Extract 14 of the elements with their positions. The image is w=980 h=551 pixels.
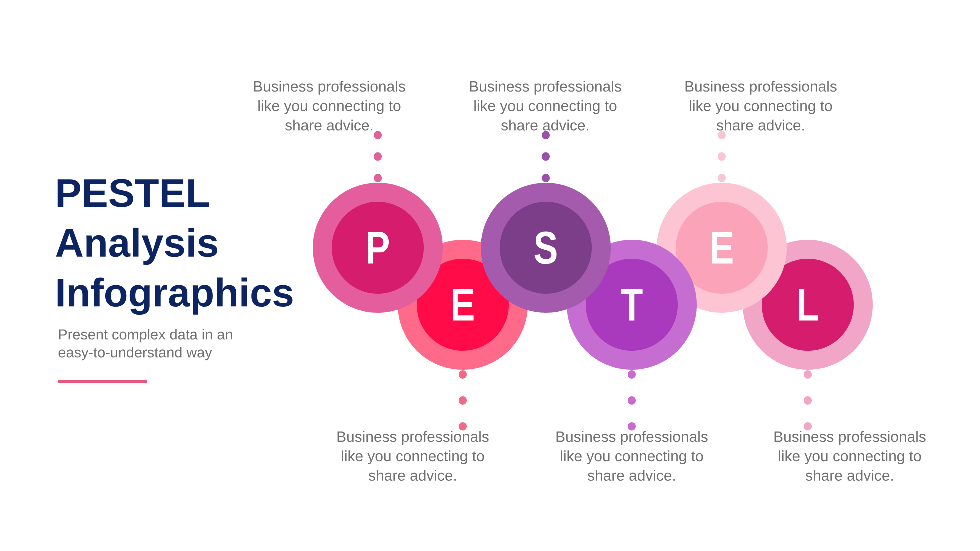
description-text: Business professionals like you connecting to share advice. — [254, 80, 406, 131]
description-text: Business professionals like you connecting to share advice. — [470, 80, 622, 131]
title: PESTEL Analysis Infographics — [56, 179, 293, 316]
dotted-connector — [804, 370, 812, 431]
subtitle: Present complex data in an easy-to-understand way — [58, 329, 232, 361]
description-text: Business professionals like you connecting to share advice. — [556, 431, 708, 482]
dotted-connector — [459, 370, 467, 431]
description-text: Business professionals like you connecting to share advice. — [686, 80, 837, 131]
dotted-connector — [718, 131, 726, 183]
description-text: Business professionals like you connecting to share advice. — [774, 431, 926, 482]
dotted-connector — [542, 131, 550, 183]
dotted-connector — [628, 370, 636, 431]
description-text: Business professionals like you connecting to share advice. — [338, 431, 489, 482]
dotted-connector — [374, 131, 382, 183]
